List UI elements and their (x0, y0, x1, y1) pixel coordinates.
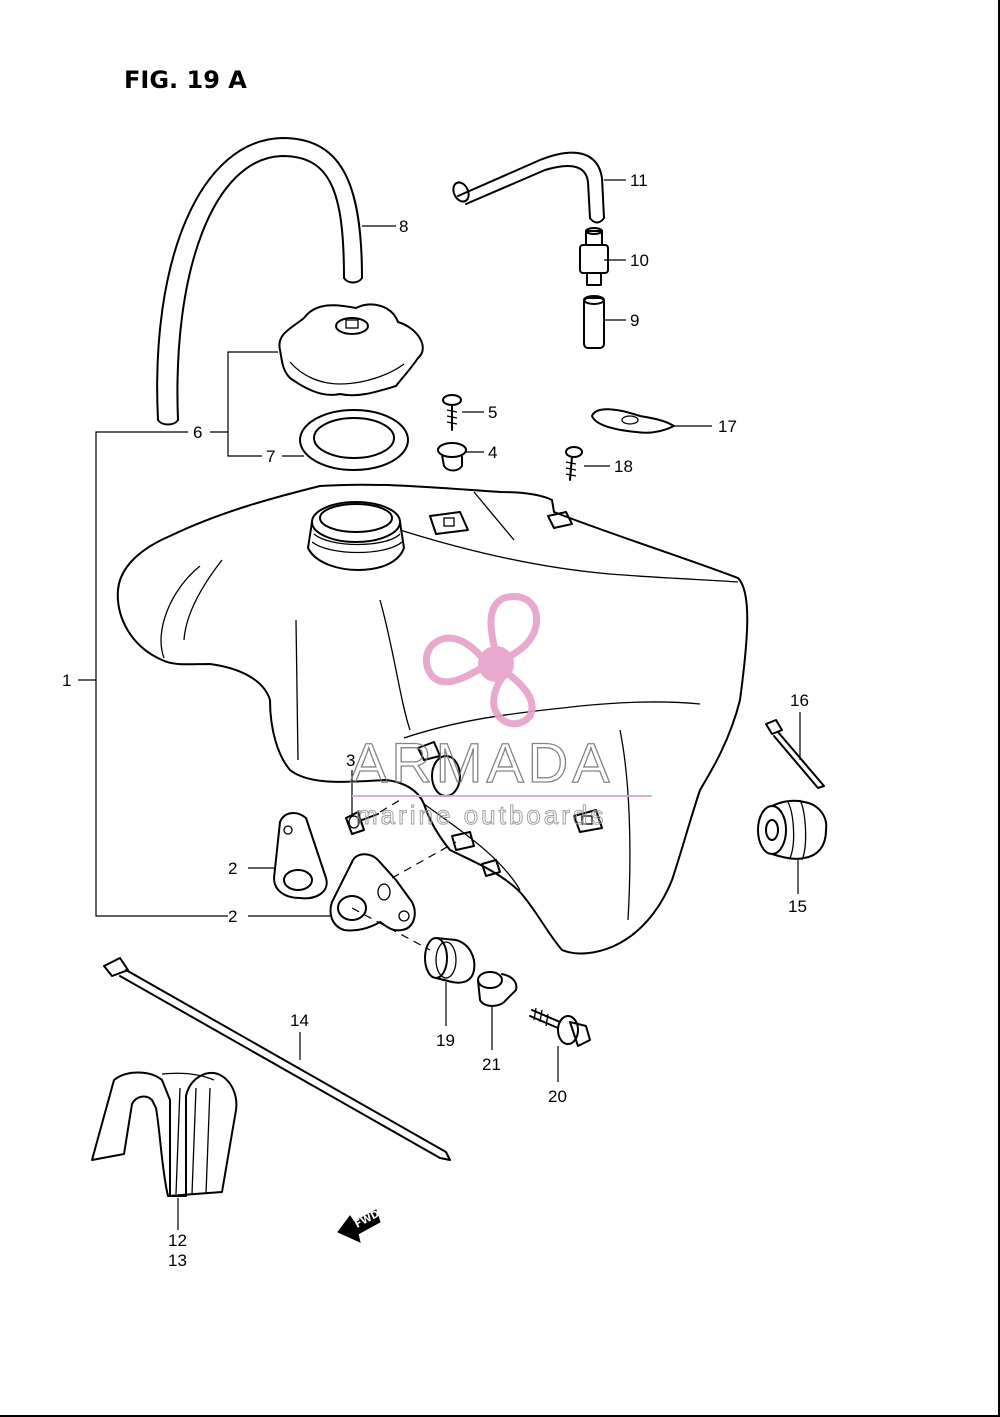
leader-lines (78, 179, 801, 1230)
part-6-fuel-cap (278, 303, 424, 397)
callout-13: 13 (168, 1251, 187, 1270)
part-19-cushion (424, 937, 476, 984)
callout-18: 18 (614, 457, 633, 476)
callout-7: 7 (266, 447, 275, 466)
part-7-cap-gasket (299, 409, 409, 471)
callout-4: 4 (488, 443, 497, 462)
callout-16: 16 (790, 691, 809, 710)
callout-8: 8 (399, 217, 408, 236)
callout-1: 1 (62, 671, 71, 690)
part-17-bracket-plate (591, 408, 675, 434)
part-4-grommet (437, 442, 467, 472)
callout-19: 19 (436, 1031, 455, 1050)
callout-15: 15 (788, 897, 807, 916)
callout-20: 20 (548, 1087, 567, 1106)
callout-9: 9 (630, 311, 639, 330)
callout-10: 10 (630, 251, 649, 270)
watermark-tagline: marine outboards (356, 800, 606, 830)
part-11-vent-hose (452, 151, 605, 224)
callout-12: 12 (168, 1231, 187, 1250)
callout-11: 11 (630, 171, 648, 190)
callout-21: 21 (482, 1055, 501, 1074)
fwd-direction-marker: FWD (337, 1209, 382, 1243)
callout-6: 6 (193, 423, 202, 442)
part-14-cable-tie-long (103, 957, 451, 1161)
callout-5: 5 (488, 403, 497, 422)
watermark-brand: ARMADA (350, 731, 614, 794)
part-2-bracket-lower (329, 841, 457, 951)
part-16-cable-tie (765, 719, 825, 789)
watermark: ARMADA marine outboards (349, 593, 652, 831)
callout-labels: 1 2 2 3 4 5 6 7 8 9 10 11 12 13 14 15 16… (62, 171, 809, 1270)
part-20-bolt (529, 1007, 591, 1047)
callout-2-lower: 2 (228, 907, 237, 926)
part-5-screw (442, 394, 462, 431)
part-9-sleeve (583, 295, 605, 349)
callout-17: 17 (718, 417, 737, 436)
part-10-check-valve (579, 227, 609, 286)
callout-3: 3 (346, 751, 355, 770)
part-1-fuel-tank (116, 483, 749, 955)
part-8-breather-hose (156, 137, 363, 426)
part-12-13-guard (91, 1071, 238, 1197)
part-15-damper (757, 799, 828, 861)
part-18-screw (565, 446, 583, 481)
part-2-bracket-upper (273, 812, 328, 900)
part-3-bolt (345, 799, 401, 835)
figure-title: FIG. 19 A (124, 66, 247, 94)
part-21-collar (477, 971, 518, 1007)
callout-2-upper: 2 (228, 859, 237, 878)
propeller-logo-icon (423, 593, 541, 728)
callout-14: 14 (290, 1011, 309, 1030)
arrow-left-icon (337, 1209, 381, 1243)
